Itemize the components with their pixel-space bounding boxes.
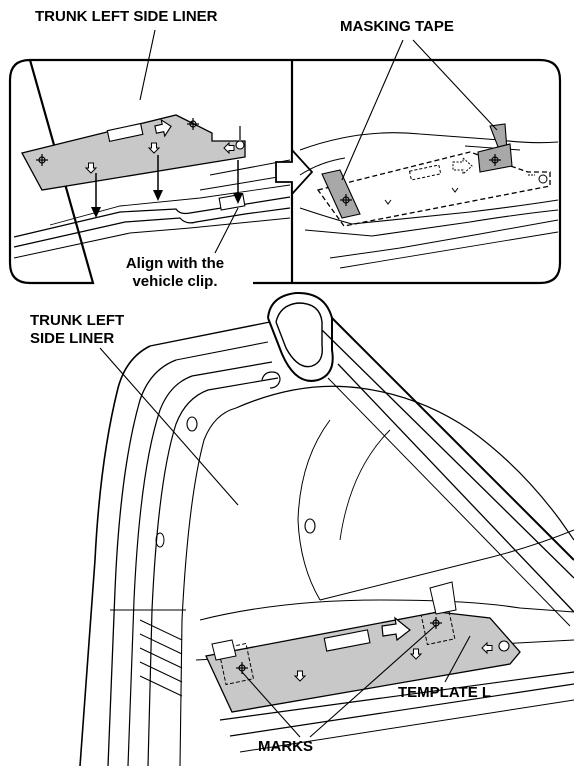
label-align-line1: Align with the [125, 255, 225, 272]
placement-arrows [91, 126, 243, 218]
leader-lines-bottom [99, 347, 471, 738]
label-template-l: TEMPLATE L [398, 684, 492, 701]
label-trunk-left-side-liner-top: TRUNK LEFT SIDE LINER [35, 8, 218, 25]
label-masking-tape: MASKING TAPE [340, 18, 454, 35]
label-trunk-left-line1: TRUNK LEFT [30, 312, 125, 329]
masking-tape-bottom [211, 581, 457, 661]
label-trunk-left-side-liner-bottom: TRUNK LEFT SIDE LINER [30, 312, 124, 348]
step-arrow-icon [275, 147, 314, 197]
label-trunk-left-line2: SIDE LINER [30, 330, 115, 347]
right-subpanel-illustration [299, 132, 559, 269]
leader-lines-top [139, 29, 498, 254]
label-align-line2: vehicle clip. [132, 273, 218, 290]
masking-tape-pieces [321, 123, 513, 219]
label-align-clip: Align with the vehicle clip. [90, 255, 260, 291]
trunk-interior-illustration [79, 291, 574, 767]
template-outline-right-panel [316, 151, 551, 227]
template-piece-left-panel [21, 114, 246, 191]
label-marks: MARKS [258, 738, 313, 755]
